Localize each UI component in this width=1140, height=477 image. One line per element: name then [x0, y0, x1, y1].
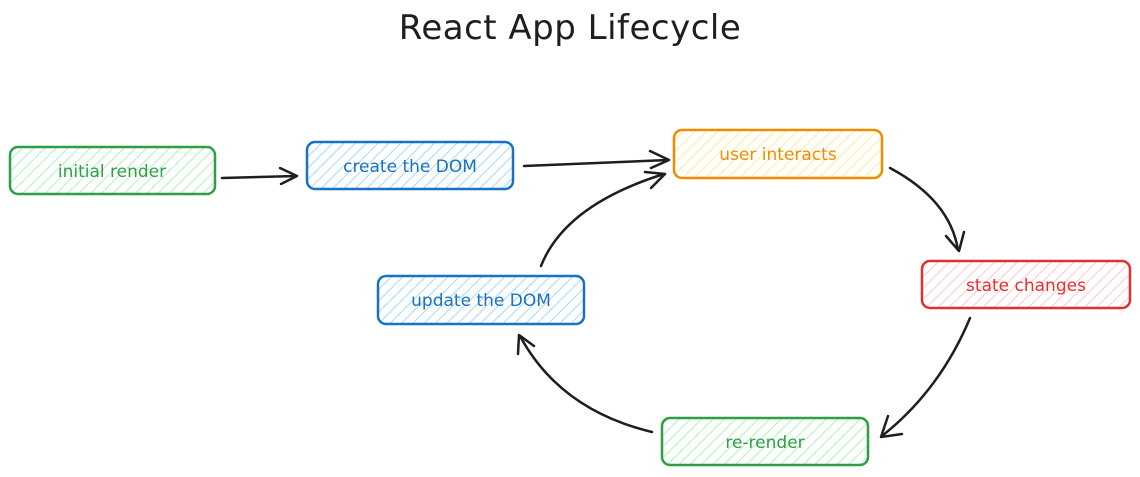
node-initial-render[interactable]: initial render [8, 145, 217, 196]
node-create-dom[interactable]: create the DOM [305, 140, 515, 191]
arrow-user-to-state [888, 166, 966, 253]
node-user-interacts[interactable]: user interacts [672, 128, 884, 180]
arrow-update-to-user [539, 170, 667, 268]
arrow-state-to-rerender [879, 316, 972, 439]
node-state-changes[interactable]: state changes [920, 259, 1132, 310]
arrow-initial-to-create [220, 166, 299, 186]
node-label: re-render [725, 433, 804, 453]
arrow-rerender-to-update [516, 333, 654, 434]
diagram-title: React App Lifecycle [398, 8, 742, 48]
node-label: state changes [966, 276, 1086, 296]
node-update-dom[interactable]: update the DOM [376, 274, 586, 326]
node-label: create the DOM [343, 157, 477, 177]
node-label: user interacts [719, 145, 837, 165]
node-re-render[interactable]: re-render [660, 416, 870, 467]
arrow-create-to-user [522, 149, 671, 170]
node-label: initial render [58, 162, 166, 182]
node-label: update the DOM [411, 291, 551, 311]
